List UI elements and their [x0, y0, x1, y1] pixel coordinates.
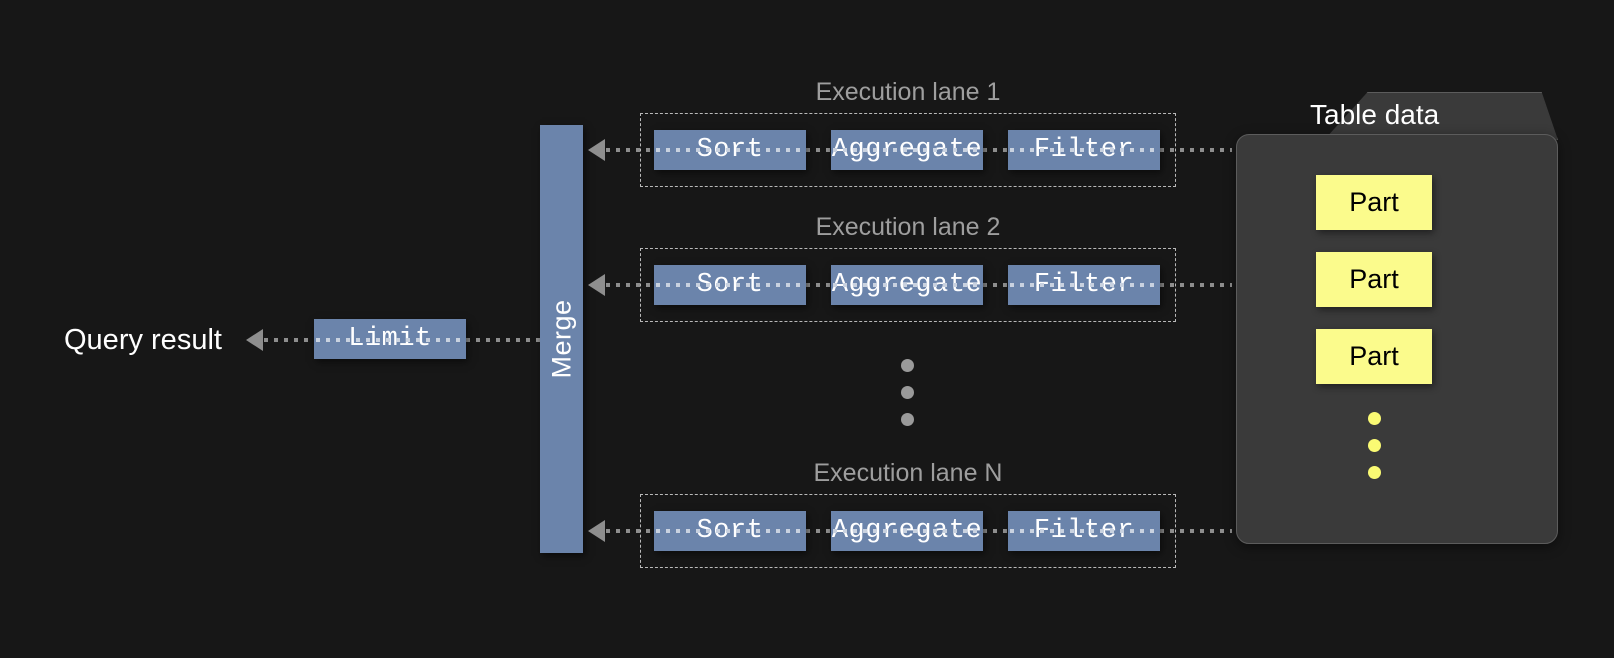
ellipsis-dot [1368, 466, 1381, 479]
part-block-3[interactable]: Part [1316, 329, 1432, 384]
connector-lane-2-aggregate-to-sort [806, 283, 832, 287]
arrow-lane-1-to-merge-icon [588, 139, 605, 161]
arrow-lane-n-to-merge-icon [588, 520, 605, 542]
connector-table-to-lane-n [1160, 529, 1232, 533]
connector-through-lane-n-filter [1010, 529, 1160, 533]
connector-through-lane-1-filter [1010, 148, 1160, 152]
connector-lane-2-to-merge [606, 283, 656, 287]
lane-ellipsis [901, 359, 914, 427]
lane-title-n: Execution lane N [813, 459, 1003, 487]
connector-merge-to-limit [466, 338, 542, 342]
ellipsis-dot [1368, 412, 1381, 425]
ellipsis-dot [901, 413, 914, 426]
connector-through-lane-1-aggregate [833, 148, 983, 152]
query-result-label: Query result [64, 324, 222, 356]
lane-title-2: Execution lane 2 [815, 213, 1001, 241]
connector-through-lane-2-sort [656, 283, 806, 287]
connector-through-lane-1-sort [656, 148, 806, 152]
part-block-1[interactable]: Part [1316, 175, 1432, 230]
part-block-2[interactable]: Part [1316, 252, 1432, 307]
connector-limit-to-result [264, 338, 316, 342]
table-data-tab-fill [1324, 93, 1557, 140]
part-ellipsis [1368, 412, 1381, 480]
arrow-to-query-result-icon [246, 329, 263, 351]
merge-bar[interactable]: Merge [540, 125, 583, 553]
connector-through-lane-n-sort [656, 529, 806, 533]
connector-through-lane-2-filter [1010, 283, 1160, 287]
table-data-title: Table data [1310, 99, 1440, 130]
connector-lane-n-to-merge [606, 529, 656, 533]
connector-lane-1-aggregate-to-sort [806, 148, 832, 152]
ellipsis-dot [901, 359, 914, 372]
table-data-tab [1324, 92, 1558, 140]
connector-lane-2-filter-to-aggregate [983, 283, 1009, 287]
connector-lane-n-filter-to-aggregate [983, 529, 1009, 533]
connector-through-lane-2-aggregate [833, 283, 983, 287]
connector-through-limit [316, 338, 466, 342]
connector-table-to-lane-2 [1160, 283, 1232, 287]
connector-through-lane-n-aggregate [833, 529, 983, 533]
ellipsis-dot [1368, 439, 1381, 452]
connector-lane-1-to-merge [606, 148, 656, 152]
connector-lane-n-aggregate-to-sort [806, 529, 832, 533]
ellipsis-dot [901, 386, 914, 399]
connector-lane-1-filter-to-aggregate [983, 148, 1009, 152]
table-data-container[interactable]: Table data Part Part Part [1236, 92, 1558, 544]
merge-label: Merge [546, 299, 576, 379]
arrow-lane-2-to-merge-icon [588, 274, 605, 296]
lane-title-1: Execution lane 1 [815, 78, 1001, 106]
connector-table-to-lane-1 [1160, 148, 1232, 152]
